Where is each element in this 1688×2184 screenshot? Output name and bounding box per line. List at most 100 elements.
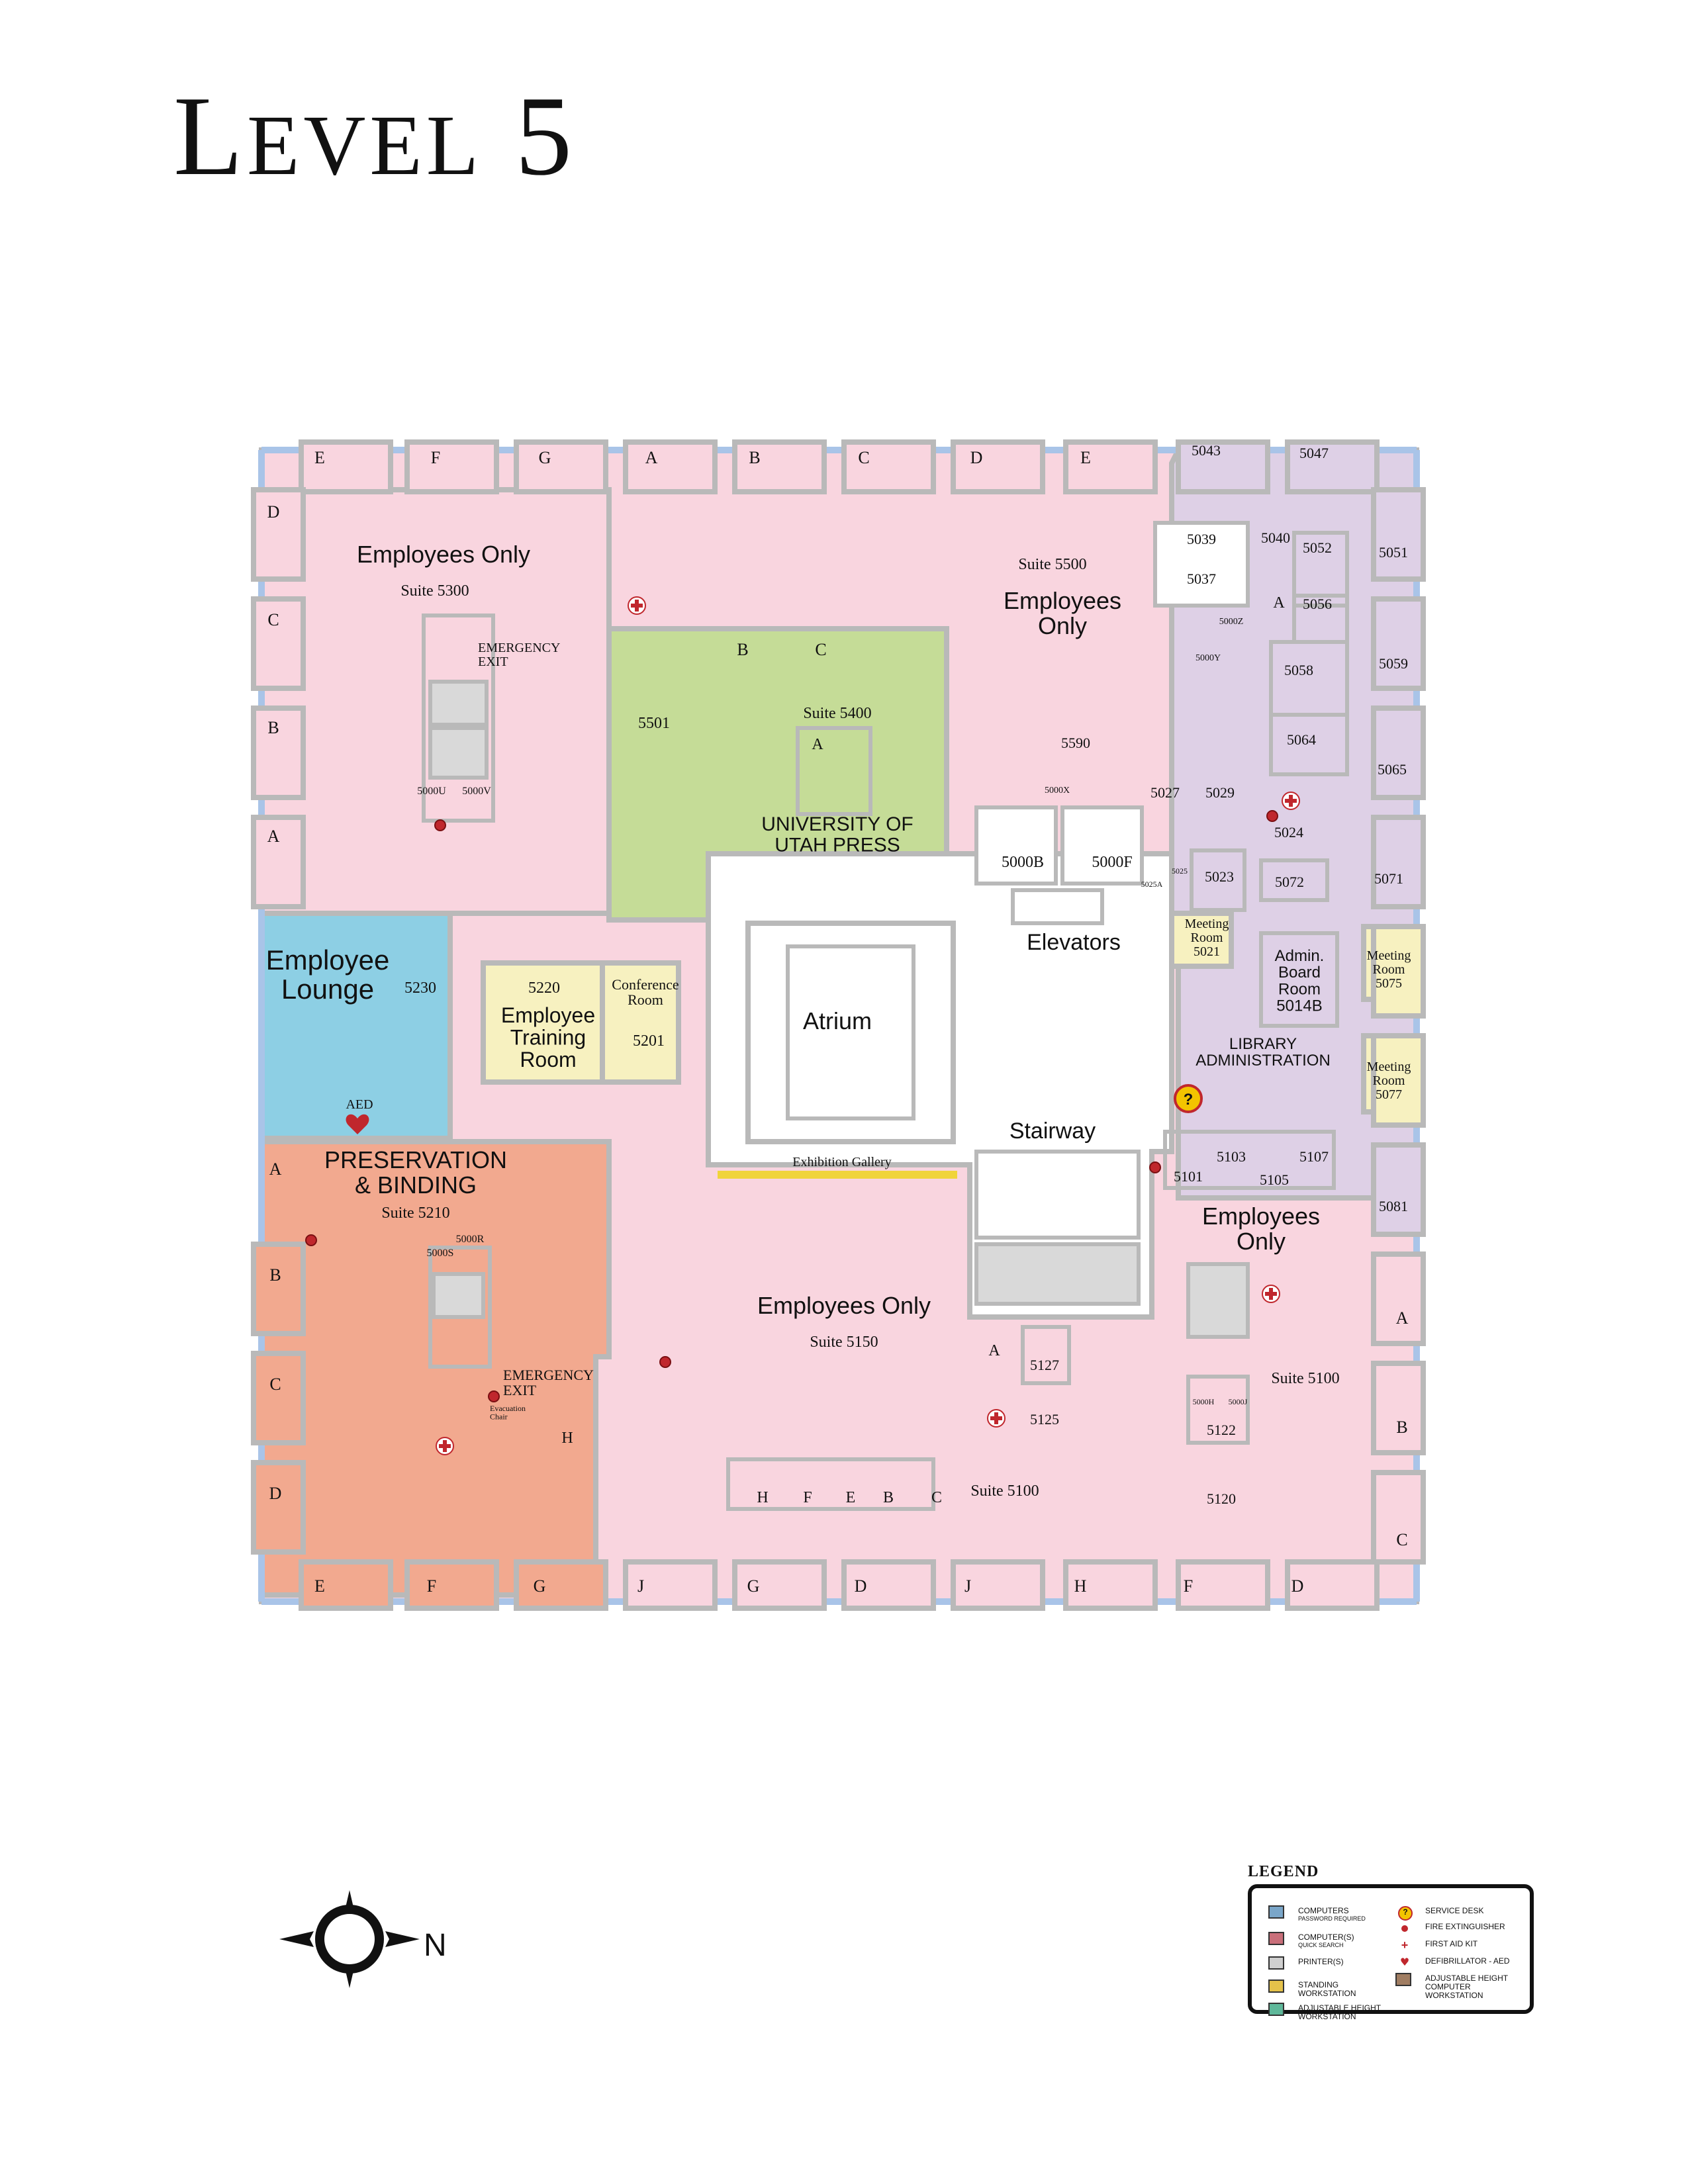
legend-item-sublabel: PASSWORD REQUIRED	[1298, 1915, 1366, 1922]
defibrillator-icon	[346, 1114, 369, 1134]
room-label-r5029: 5029	[1205, 784, 1235, 801]
atrium-inner	[786, 944, 915, 1120]
carrel-bottom-label: J	[964, 1576, 971, 1596]
carrel-left-label: B	[269, 1265, 281, 1285]
legend-item-label: PRINTER(S)	[1298, 1957, 1344, 1966]
carrel-bottom	[404, 1559, 499, 1611]
room-5072	[1259, 858, 1329, 902]
carrel-right	[1371, 924, 1426, 1019]
carrel-bottom	[623, 1559, 718, 1611]
carrel-right	[1371, 1033, 1426, 1128]
carrel-right-label: B	[1396, 1418, 1407, 1437]
legend-item-adjustable-workstation: ADJUSTABLE HEIGHT WORKSTATION	[1298, 2004, 1381, 2021]
south-carrel-label: C	[931, 1489, 942, 1506]
legend-item-quick-search-computer: COMPUTER(S)QUICK SEARCH	[1298, 1933, 1354, 1949]
press-suite: Suite 5400	[803, 705, 871, 722]
room-label-r5072: 5072	[1275, 874, 1304, 890]
room-label-r5101: 5101	[1174, 1168, 1203, 1185]
carrel-top-label: D	[970, 448, 983, 467]
room-label-r5071: 5071	[1374, 870, 1403, 887]
suite-5150-suite: Suite 5150	[810, 1334, 878, 1351]
legend-item-label: COMPUTERS	[1298, 1906, 1349, 1915]
first-aid-icon	[1282, 792, 1300, 810]
legend-item-label: SERVICE DESK	[1425, 1906, 1484, 1915]
carrel-right-label: C	[1396, 1530, 1407, 1549]
carrel-top	[951, 439, 1045, 494]
carrel-bottom-label: H	[1074, 1576, 1087, 1596]
room-label-r5043: 5043	[1192, 442, 1221, 459]
suite-5100-inner: Suite 5100	[970, 1482, 1039, 1500]
room-label-r5059: 5059	[1379, 655, 1408, 672]
service-desk-icon: ?	[1174, 1084, 1203, 1113]
legend-item-first-aid: FIRST AID KIT	[1425, 1940, 1477, 1948]
legend-item-label: ADJUSTABLE HEIGHT WORKSTATION	[1298, 2003, 1382, 2021]
preservation-name: PRESERVATION& BINDING	[324, 1146, 507, 1199]
carrel-top-label: E	[314, 448, 325, 467]
legend-item-label: DEFIBRILLATOR - AED	[1425, 1956, 1510, 1966]
legend-item-standing-workstation: STANDING WORKSTATION	[1298, 1981, 1356, 1998]
room-label-r5039: 5039	[1187, 531, 1216, 547]
room-label-r5081: 5081	[1379, 1198, 1408, 1214]
press-a: A	[812, 736, 823, 753]
first-aid-icon: +	[1401, 1938, 1409, 1952]
carrel-bottom-label: F	[427, 1576, 436, 1596]
south-carrel-label: F	[803, 1489, 812, 1506]
room-label-r5000r: 5000R	[456, 1234, 485, 1245]
training-room-number: 5220	[528, 979, 560, 997]
elevator-box-b	[428, 726, 489, 780]
defibrillator-icon: ♥	[1399, 1956, 1410, 1968]
legend-item-defibrillator: DEFIBRILLATOR - AED	[1425, 1957, 1510, 1966]
fire-extinguisher-icon	[1395, 1921, 1414, 1937]
legend-item-fire-extinguisher: FIRE EXTINGUISHER	[1425, 1923, 1505, 1931]
carrel-right	[1371, 596, 1426, 691]
elevator-shafts	[1011, 888, 1104, 925]
room-label-r5103: 5103	[1217, 1148, 1246, 1165]
room-label-r5590: 5590	[1061, 735, 1090, 751]
carrel-left-label: C	[267, 610, 279, 629]
fire-extinguisher-icon	[1149, 1161, 1161, 1173]
press-b: B	[737, 640, 748, 659]
suite-5100-suite: Suite 5100	[1271, 1370, 1339, 1387]
room-label-r5105: 5105	[1260, 1171, 1289, 1188]
carrel-bottom	[1176, 1559, 1270, 1611]
south-carrel-row	[726, 1457, 935, 1511]
restroom-women	[974, 805, 1058, 886]
room-label-r5000f: 5000F	[1092, 854, 1132, 871]
carrel-bottom	[732, 1559, 827, 1611]
carrel-right	[1371, 1142, 1426, 1237]
room-label-r5000z: 5000Z	[1219, 617, 1244, 627]
room-label-r5065: 5065	[1378, 761, 1407, 778]
carrel-bottom-label: E	[314, 1576, 325, 1596]
compass-rose-icon	[279, 1890, 420, 1988]
room-label-r5040: 5040	[1261, 529, 1290, 546]
suite-5150-name: Employees Only	[757, 1292, 931, 1319]
room-label-r5000b: 5000B	[1002, 854, 1044, 871]
carrel-left-label: A	[267, 827, 280, 846]
lounge-aed: AED	[346, 1097, 373, 1112]
stairway-landing	[974, 1242, 1141, 1306]
stair-core-5300	[422, 614, 495, 823]
preservation-suite: Suite 5210	[381, 1205, 449, 1222]
fire-extinguisher-icon	[488, 1390, 500, 1402]
carrel-top	[623, 439, 718, 494]
carrel-top-label: C	[858, 448, 869, 467]
stair-core-5210	[428, 1246, 492, 1369]
carrel-right	[1371, 487, 1426, 582]
carrel-top-label: G	[539, 448, 551, 467]
room-label-r5000j: 5000J	[1229, 1397, 1248, 1406]
carrel-top	[841, 439, 936, 494]
lounge-room: 5230	[404, 979, 436, 997]
legend-item-label: ADJUSTABLE HEIGHT COMPUTER WORKSTATION	[1425, 1974, 1509, 2000]
room-label-r5023: 5023	[1205, 868, 1234, 885]
carrel-top	[1285, 439, 1380, 494]
carrel-left-label: D	[269, 1484, 282, 1503]
standing-workstation-icon	[1268, 1979, 1287, 1995]
